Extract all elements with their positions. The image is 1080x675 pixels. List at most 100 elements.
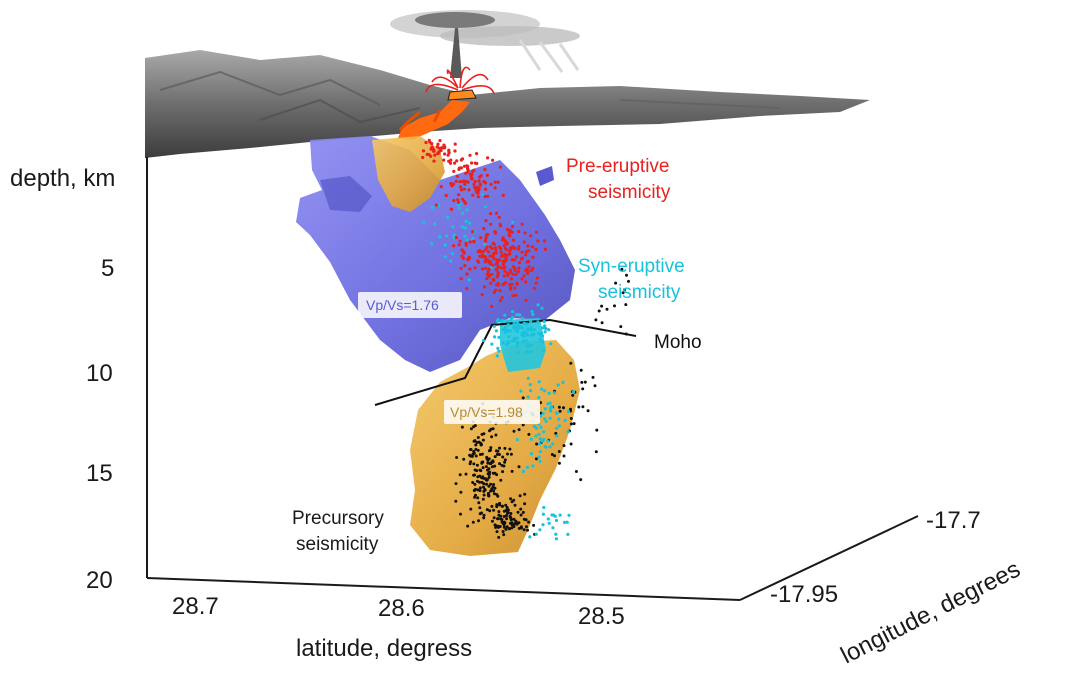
seismic-event-dot [520,326,525,330]
seismic-event-dot [501,470,505,474]
seismic-event-dot [515,313,519,317]
seismic-event-dot [487,467,491,471]
seismic-event-dot [460,157,465,161]
seismic-event-dot [504,527,508,531]
seismic-event-dot [478,468,482,472]
precursory-label: Precursory [292,508,384,529]
seismic-event-dot [499,517,503,521]
seismic-event-dot [509,248,513,252]
seismic-event-dot [538,437,542,441]
seismic-event-dot [524,253,528,257]
seismic-event-dot [466,524,470,528]
seismic-event-dot [485,508,489,512]
seismic-event-dot [495,258,499,262]
seismic-event-dot [492,483,496,486]
seismic-event-dot [498,222,502,226]
seismic-event-dot [503,327,507,331]
seismic-event-dot [510,310,515,314]
seismic-event-dot [542,326,546,330]
seismic-event-dot [476,496,480,500]
seismic-event-dot [430,242,434,246]
seismic-event-dot [569,442,573,446]
seismic-event-dot [552,391,557,395]
seismic-event-dot [459,185,463,189]
seismic-event-dot [433,153,437,157]
seismic-event-dot [421,149,426,153]
seismic-event-dot [485,245,489,249]
seismic-event-dot [529,452,534,456]
seismic-event-dot [517,526,521,530]
seismic-event-dot [462,164,467,168]
seismic-event-dot [542,430,546,434]
seismic-event-dot [471,230,475,234]
seismic-event-dot [519,507,523,511]
seismic-event-dot [459,490,463,494]
seismic-event-dot [538,459,542,463]
seismic-event-dot [473,185,477,189]
seismic-event-dot [534,426,539,430]
longitude-axis-title: longitude, degrees [836,556,1024,670]
seismic-event-dot [627,279,630,283]
seismic-event-dot [489,222,493,226]
seismic-event-dot [460,425,464,429]
seismic-event-dot [454,482,458,486]
seismic-event-dot [449,181,453,185]
seismic-event-dot [473,424,477,428]
seismic-event-dot [506,273,510,278]
latitude-tick-28-5: 28.5 [578,603,625,630]
seismic-event-dot [537,455,541,459]
seismic-event-dot [477,519,480,523]
seismic-event-dot [459,266,463,270]
seismic-event-dot [512,522,516,526]
seismic-event-dot [489,446,493,450]
seismic-event-dot [509,516,513,520]
seismic-event-dot [489,482,493,486]
seismic-event-dot [519,513,523,517]
seismic-event-dot [494,251,498,255]
seismic-event-dot [501,262,505,266]
seismic-event-dot [482,513,486,517]
depth-tick-20: 20 [86,567,113,594]
seismic-event-dot [512,326,516,330]
seismic-event-dot [498,462,501,466]
seismic-event-dot [438,235,442,239]
seismic-event-dot [513,258,517,262]
seismic-event-dot [544,419,548,423]
precursory-label-line2: seismicity [296,534,379,555]
seismic-event-dot [516,350,520,354]
seismic-event-dot [452,244,456,248]
seismic-event-dot [447,159,451,163]
seismic-event-dot [466,170,470,174]
seismic-event-dot [476,475,480,479]
seismic-event-dot [543,417,547,421]
seismic-event-dot [517,229,521,234]
seismic-event-dot [501,341,505,345]
seismic-event-dot [502,464,506,468]
seismic-event-dot [461,197,465,201]
seismic-event-dot [468,153,472,157]
seismic-event-dot [509,268,513,272]
seismic-event-dot [539,411,543,415]
seismic-event-dot [526,342,530,346]
seismic-event-dot [474,190,479,194]
seismic-event-dot [527,520,531,524]
seismic-event-dot [454,235,458,240]
seismic-event-dot [466,257,470,262]
seismic-event-dot [490,273,494,277]
seismic-event-dot [498,165,503,169]
seismic-event-dot [464,472,468,476]
seismic-event-dot [517,266,521,270]
seismic-event-dot [471,452,475,456]
seismic-event-dot [485,173,489,177]
seismic-event-dot [511,245,515,249]
seismic-event-dot [567,513,571,517]
seismic-event-dot [586,409,590,413]
seismic-event-dot [519,257,524,261]
seismic-event-dot [543,247,548,251]
seismic-event-dot [471,169,475,174]
seismic-event-dot [566,430,570,434]
seismic-event-dot [481,250,485,254]
syn-eruptive-label: Syn-eruptive [578,256,685,277]
seismic-event-dot [515,281,519,285]
seismic-event-dot [487,475,491,479]
